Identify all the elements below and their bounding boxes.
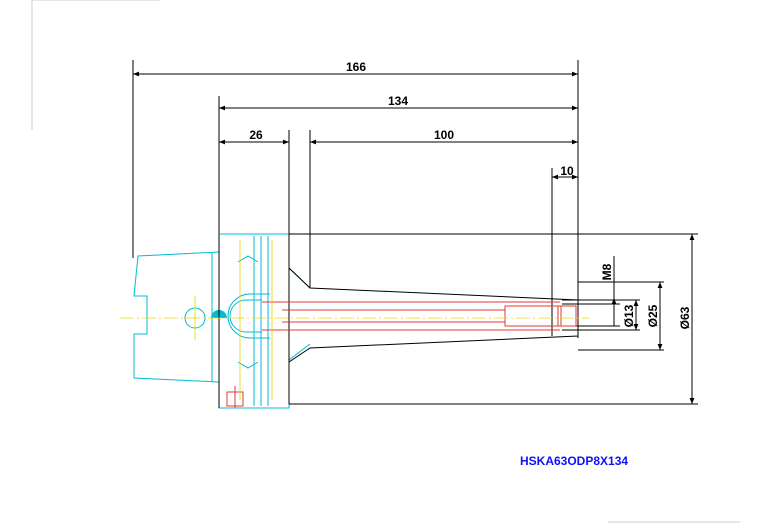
hsk-taper-shank	[133, 233, 311, 409]
dim-body-length: 134	[388, 94, 408, 108]
centerlines	[120, 240, 590, 400]
part-code-label: HSKA63ODP8X134	[520, 454, 628, 468]
sheet-border	[31, 0, 740, 523]
dim-taper-length: 100	[434, 128, 454, 142]
dim-overall-length: 166	[346, 60, 366, 74]
dim-nose-diameter: Ø25	[646, 304, 660, 327]
dim-body-diameter: Ø63	[678, 306, 692, 329]
dimension-lines	[132, 60, 698, 405]
dim-bore-diameter: Ø13	[622, 304, 636, 327]
holder-body	[218, 233, 580, 408]
dim-nose-length: 10	[560, 164, 574, 178]
dim-flange-width: 26	[249, 128, 263, 142]
coolant-bore	[226, 301, 577, 408]
dim-thread: M8	[600, 263, 614, 280]
